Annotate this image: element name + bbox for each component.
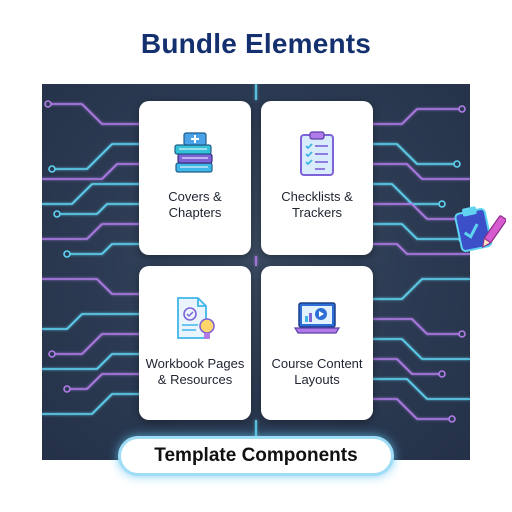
template-components-badge: Template Components xyxy=(118,436,394,476)
book-stack-icon xyxy=(174,132,213,173)
card-label: Checklists & Trackers xyxy=(265,189,369,221)
circuit-lines-decoration xyxy=(42,84,470,436)
card-label: Workbook Pages & Resources xyxy=(143,356,247,388)
card-checklists-trackers[interactable]: Checklists & Trackers xyxy=(261,101,373,255)
card-label-line: Layouts xyxy=(294,372,340,387)
clipboard-checklist-icon xyxy=(300,131,334,176)
card-label-line: Checklists & xyxy=(281,189,353,204)
page-title: Bundle Elements xyxy=(140,28,372,59)
circuit-background-panel: Covers & Chapters Checklists & Trackers xyxy=(42,84,470,460)
document-lightbulb-icon xyxy=(177,297,215,339)
clipboard-pencil-icon xyxy=(454,206,506,252)
card-label-line: & Resources xyxy=(157,372,233,387)
card-label-line: Course Content xyxy=(271,356,363,371)
card-label-line: Trackers xyxy=(291,205,343,220)
card-workbook-pages-resources[interactable]: Workbook Pages & Resources xyxy=(139,266,251,420)
card-label-line: Workbook Pages xyxy=(145,356,245,371)
card-label-line: Chapters xyxy=(168,205,222,220)
card-label-line: Covers & xyxy=(168,189,222,204)
card-label: Covers & Chapters xyxy=(143,189,247,221)
card-covers-chapters[interactable]: Covers & Chapters xyxy=(139,101,251,255)
card-label: Course Content Layouts xyxy=(265,356,369,388)
card-course-content-layouts[interactable]: Course Content Layouts xyxy=(261,266,373,420)
laptop-video-icon xyxy=(293,302,341,334)
